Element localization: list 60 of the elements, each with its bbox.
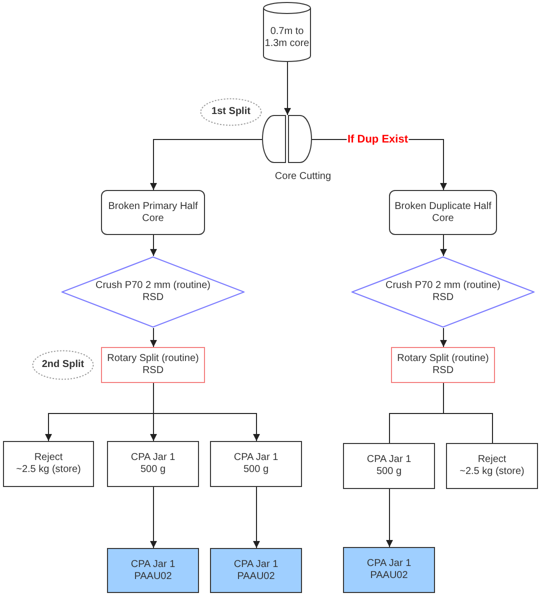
- arrow: [440, 328, 447, 348]
- shape-caption: Core Cutting: [274, 171, 332, 183]
- node-text: CPA Jar 1: [234, 558, 278, 570]
- arrow: [150, 139, 262, 190]
- arrow: [150, 328, 157, 348]
- dotted-ellipse: [200, 98, 262, 126]
- result-box: [107, 548, 199, 593]
- node-text: 1st Split: [212, 106, 250, 118]
- node-text: RSD: [142, 365, 164, 377]
- node-text: RSD: [432, 292, 454, 304]
- arrow: [150, 486, 157, 548]
- node-text: 2nd Split: [42, 359, 84, 371]
- arrow: [253, 486, 260, 548]
- node-text: CPA Jar 1: [234, 452, 278, 464]
- node-text: Broken Duplicate Half Core: [394, 200, 492, 224]
- node-text: CPA Jar 1: [130, 558, 176, 570]
- rounded-process-box: [101, 190, 205, 235]
- node-text: Rotary Split (routine): [107, 353, 199, 365]
- node-text: 500 g: [140, 464, 166, 476]
- node-text: PAAU02: [370, 570, 408, 582]
- arrow: [284, 62, 291, 116]
- process-box: [107, 441, 199, 487]
- node-text: RSD: [432, 365, 454, 377]
- rounded-process-box: [389, 190, 497, 235]
- arrow: [440, 234, 447, 256]
- node-text: Broken Primary Half Core: [107, 200, 199, 224]
- arrow: [153, 382, 260, 442]
- node-text: Rotary Split (routine): [397, 353, 489, 365]
- process-box: [446, 443, 538, 489]
- node-text: Crush P70 2 mm (routine): [95, 280, 211, 292]
- process-box: [101, 347, 205, 383]
- node-text: Reject: [478, 454, 506, 466]
- decision-diamond: [61, 256, 245, 328]
- process-box: [343, 443, 435, 489]
- arrow: [150, 234, 157, 256]
- result-box: [343, 547, 435, 593]
- node-text: PAAU02: [237, 570, 275, 582]
- dotted-ellipse: [32, 350, 94, 380]
- connector-line: [443, 382, 493, 444]
- edge-label: If Dup Exist: [346, 133, 409, 146]
- node-text: RSD: [142, 292, 164, 304]
- split-circle-symbol: [262, 115, 312, 163]
- node-text: ~2.5 kg (store): [16, 464, 81, 476]
- decision-diamond: [351, 256, 535, 328]
- process-box: [210, 441, 302, 487]
- node-text: ~2.5 kg (store): [460, 466, 524, 478]
- node-text: Reject: [34, 452, 63, 464]
- process-box: [391, 347, 495, 383]
- node-text: 0.7m to 1.3m core: [264, 26, 310, 50]
- node-text: 500 g: [243, 464, 269, 476]
- arrow: [386, 488, 393, 548]
- process-box: [3, 441, 94, 487]
- node-text: CPA Jar 1: [366, 558, 412, 570]
- result-box: [210, 548, 302, 593]
- node-text: CPA Jar 1: [130, 452, 176, 464]
- node-text: CPA Jar 1: [366, 454, 412, 466]
- node-text: PAAU02: [134, 570, 172, 582]
- node-text: Crush P70 2 mm (routine): [385, 280, 501, 292]
- cylinder-node: [263, 2, 311, 62]
- node-text: 500 g: [376, 466, 402, 478]
